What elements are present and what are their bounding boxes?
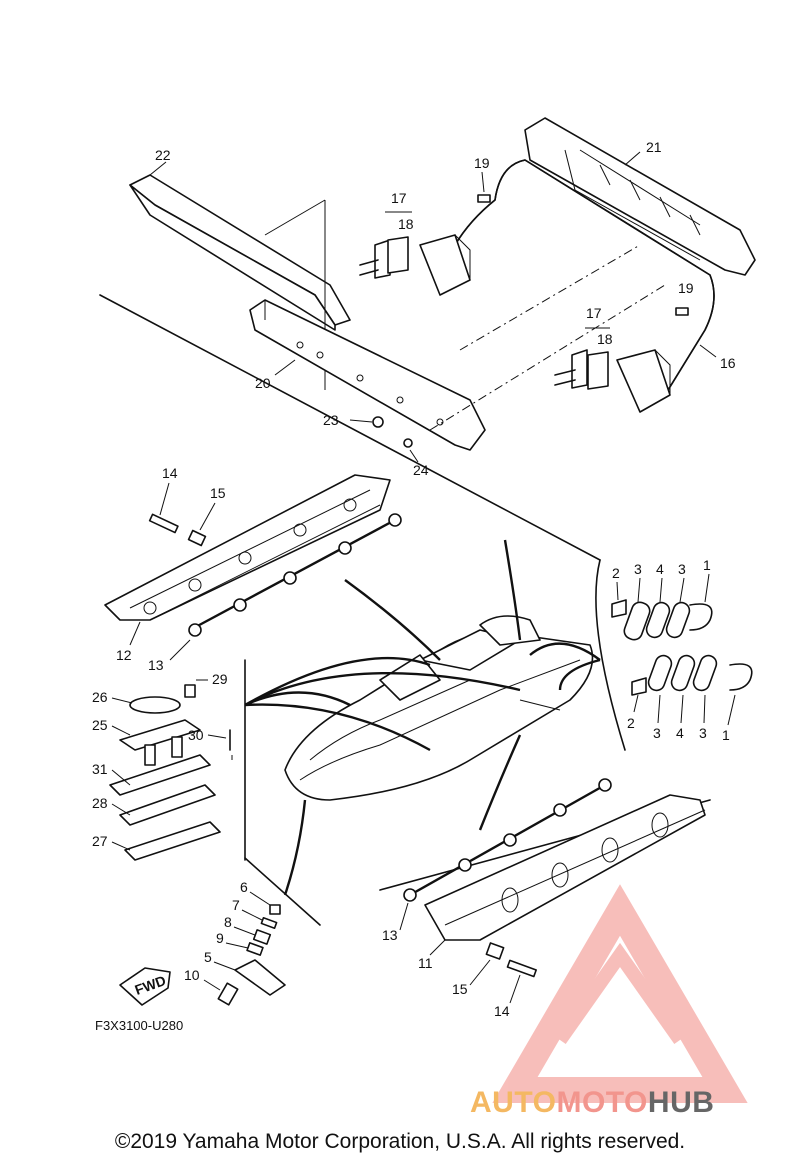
callout-14-right: 14 [494, 1003, 510, 1019]
callout-28: 28 [92, 795, 108, 811]
callout-1-lower: 1 [722, 727, 730, 743]
callout-16: 16 [720, 355, 736, 371]
callout-17-upper: 17 [391, 190, 407, 206]
callout-21: 21 [646, 139, 662, 155]
callout-2-lower: 2 [627, 715, 635, 731]
part-16-tube-handle [429, 159, 715, 431]
callout-3-b: 3 [678, 561, 686, 577]
callout-5: 5 [204, 949, 212, 965]
callout-15-left: 15 [210, 485, 226, 501]
callout-27: 27 [92, 833, 108, 849]
callout-19-upper: 19 [474, 155, 490, 171]
callout-15-right: 15 [452, 981, 468, 997]
brand-part-2: MOTO [556, 1086, 648, 1119]
cleat-assembly [109, 684, 233, 861]
watercraft-illustration [284, 615, 594, 801]
callout-26: 26 [92, 689, 108, 705]
leader-lines [244, 539, 601, 896]
callout-18-lower: 18 [597, 331, 613, 347]
fwd-arrow-icon [119, 967, 171, 1006]
separator-line-left-bottom [244, 857, 321, 926]
callout-labels: 22 21 19 17 18 19 17 18 16 20 23 24 14 1… [92, 139, 736, 1019]
callout-3-d: 3 [699, 725, 707, 741]
callout-17-lower: 17 [586, 305, 602, 321]
callout-13-left: 13 [148, 657, 164, 673]
callout-12: 12 [116, 647, 132, 663]
part-17-18-lower [554, 349, 671, 413]
watermark-logo [492, 884, 748, 1103]
callout-20: 20 [255, 375, 271, 391]
part-12-left-rail [104, 474, 402, 637]
callout-25: 25 [92, 717, 108, 733]
bolts-top [372, 194, 689, 448]
callout-23: 23 [323, 412, 339, 428]
callout-9: 9 [216, 930, 224, 946]
callout-3-c: 3 [653, 725, 661, 741]
callout-8: 8 [224, 914, 232, 930]
separator-bracket-right [595, 559, 626, 751]
brand-part-1: AUTO [470, 1086, 557, 1119]
callout-1-upper: 1 [703, 557, 711, 573]
callout-3-a: 3 [634, 561, 642, 577]
callout-6: 6 [240, 879, 248, 895]
watermark-brand: AUTOMOTOHUB [470, 1086, 714, 1120]
part-11-right-rail [403, 778, 706, 978]
callout-2-upper: 2 [612, 565, 620, 581]
callout-4-lower: 4 [676, 725, 684, 741]
callout-24: 24 [413, 462, 429, 478]
callout-22: 22 [155, 147, 171, 163]
copyright-notice: ©2019 Yamaha Motor Corporation, U.S.A. A… [114, 1130, 686, 1153]
callout-7: 7 [232, 897, 240, 913]
callout-14-left: 14 [162, 465, 178, 481]
callout-13-right: 13 [382, 927, 398, 943]
shackle-hardware [611, 599, 753, 696]
part-22-pad [129, 174, 351, 390]
callout-30: 30 [188, 727, 204, 743]
part-17-18-upper [359, 234, 471, 296]
callout-31: 31 [92, 761, 108, 777]
callout-11: 11 [418, 955, 433, 971]
callout-18-upper: 18 [398, 216, 414, 232]
callout-10: 10 [184, 967, 200, 983]
callout-29: 29 [212, 671, 228, 687]
callout-4-upper: 4 [656, 561, 664, 577]
brand-part-3: HUB [647, 1086, 715, 1119]
part-code: F3X3100-U280 [95, 1018, 184, 1033]
part-20-bar [249, 299, 486, 451]
callout-19-lower: 19 [678, 280, 694, 296]
hook-parts [119, 904, 286, 1006]
separator-line-top [99, 294, 601, 561]
part-21-handle-pad [524, 117, 756, 276]
